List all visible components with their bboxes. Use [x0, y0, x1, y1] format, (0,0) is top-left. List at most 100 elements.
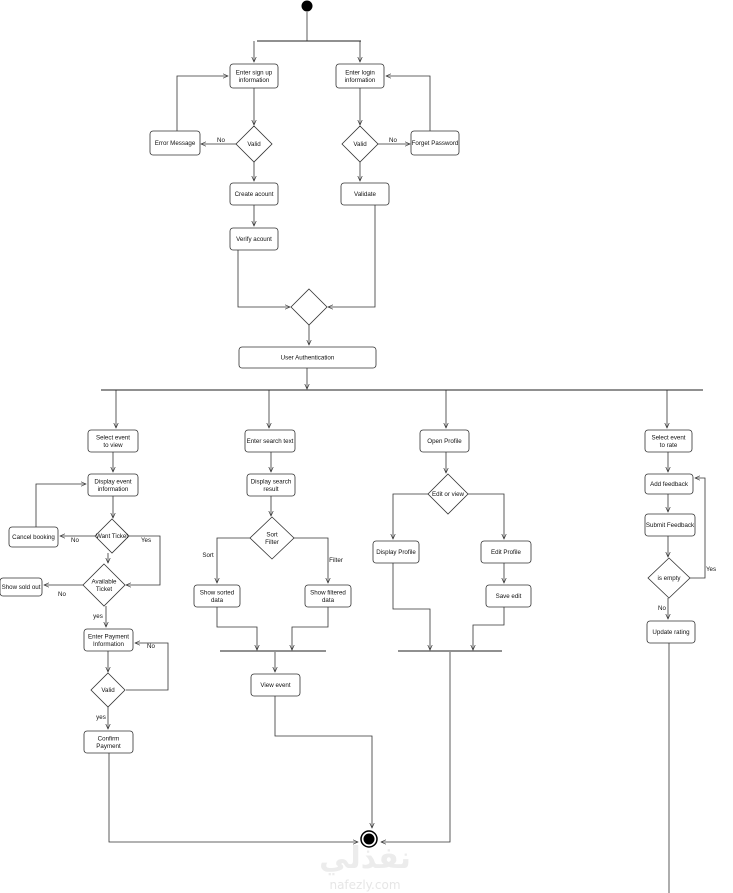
connector-arrow [237, 250, 290, 307]
node-label: Save edit [496, 593, 522, 600]
connector-arrow [217, 537, 250, 583]
node-label: information [239, 77, 270, 84]
node-label: Valid [247, 141, 261, 148]
node-label: Ticket [96, 586, 113, 593]
node-label: Information [93, 641, 125, 648]
connector-arrow [126, 643, 169, 691]
node-label: Display event [94, 478, 131, 485]
node-label: Error Message [155, 140, 196, 147]
node-label: Display search [251, 478, 292, 485]
edit-or-view-decision: Edit or view [427, 473, 469, 515]
node-label: Open Profile [427, 438, 462, 445]
node-label: Valid [101, 687, 115, 694]
node-label: Enter search text [247, 438, 294, 445]
edge-label-yes-payment: yes [96, 714, 106, 721]
add-feedback-action: Add feedback [644, 473, 694, 495]
valid-login-decision: Valid [341, 125, 379, 163]
edge-label-yes-avail: yes [93, 613, 103, 620]
connector-arrow [381, 652, 451, 842]
show-sold-out-action: Show sold out [0, 577, 43, 597]
node-label: Enter Payment [88, 633, 129, 640]
view-event-action: View event [250, 673, 301, 697]
edge-label-no-payment: No [147, 643, 155, 650]
verify-account-action: Verify acount [229, 227, 279, 251]
connector-arrow [392, 563, 430, 650]
node-label: Available [92, 578, 118, 585]
edge-label-no-signup: No [217, 137, 225, 144]
enter-search-text-action: Enter search text [244, 429, 296, 453]
node-label: result [263, 486, 278, 493]
node-label: User Authentication [281, 355, 335, 362]
connector-arrow [274, 696, 372, 828]
connector-arrow [386, 76, 431, 131]
watermark: نفذلي nafezly.com [319, 841, 411, 892]
node-label: Valid [353, 141, 367, 148]
fork-join-bars [101, 40, 703, 652]
node-label: Validate [354, 191, 376, 198]
edit-profile-action: Edit Profile [480, 540, 532, 564]
node-label: Edit or view [432, 491, 465, 498]
edge-label-filter: Filter [329, 557, 343, 564]
node-label: Filter [265, 539, 279, 546]
node-label: is empty [657, 575, 681, 582]
node-label: Enter sign up [236, 69, 273, 76]
node-label: data [322, 597, 335, 604]
submit-feedback-action: Submit Feedback [644, 513, 696, 537]
cancel-booking-action: Cancel booking [8, 526, 59, 548]
want-ticket-decision: Want Ticket [94, 518, 130, 554]
node-label: Create acount [235, 191, 274, 198]
node-label: to rate [660, 442, 678, 449]
valid-payment-decision: Valid [90, 672, 126, 708]
node-label: information [98, 486, 129, 493]
node-label: Want Ticket [96, 533, 128, 540]
node-label: Show filtered [310, 589, 346, 596]
connector-arrow [108, 753, 358, 842]
connector-arrow [393, 493, 428, 539]
connector-arrow [473, 607, 505, 650]
node-label: Confirm [98, 735, 120, 742]
save-edit-action: Save edit [485, 584, 532, 608]
watermark-latin: nafezly.com [329, 878, 400, 892]
edge-label-yes-want: Yes [141, 537, 151, 544]
node-label: Edit Profile [491, 549, 521, 556]
edge-label-no-want: No [71, 537, 79, 544]
node-label: Forget Password [412, 140, 459, 147]
node-label: Select event [651, 434, 685, 441]
node-label: Sort [266, 531, 278, 538]
watermark-arabic: نفذلي [319, 841, 411, 876]
node-label: Display Profile [376, 549, 416, 556]
node-label: Show sold out [2, 584, 41, 591]
edge-label-yes-empty: Yes [706, 566, 716, 573]
validate-action: Validate [340, 182, 390, 206]
edge-label-sort: Sort [202, 552, 214, 559]
end-node [360, 830, 378, 848]
node-label: Verify acount [236, 236, 272, 243]
node-label: Cancel booking [12, 534, 55, 541]
error-message-action: Error Message [149, 130, 201, 156]
open-profile-action: Open Profile [419, 429, 470, 453]
start-node [301, 0, 313, 12]
forget-password-action: Forget Password [410, 130, 460, 156]
connector-arrow [292, 607, 329, 650]
node-label: Submit Feedback [646, 522, 695, 529]
connector-arrow [216, 607, 257, 650]
update-rating-action: Update rating [646, 620, 696, 644]
node-label: information [345, 77, 376, 84]
edges [35, 12, 706, 893]
create-account-action: Create acount [229, 182, 279, 206]
connector-arrow [328, 205, 376, 307]
connector-arrow [126, 535, 161, 585]
connector-arrow [468, 493, 504, 539]
